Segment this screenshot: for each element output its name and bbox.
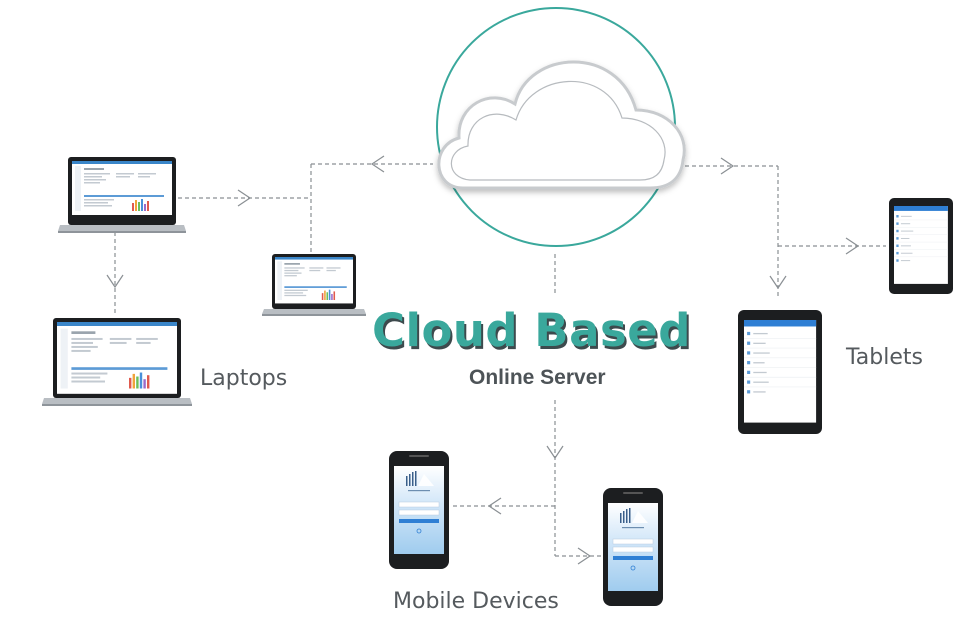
laptops-label: Laptops <box>200 366 288 391</box>
tablet-icon <box>889 198 953 294</box>
mobile-devices-label: Mobile Devices <box>393 589 559 614</box>
connector-lines <box>114 163 886 557</box>
laptop-icon <box>262 254 366 316</box>
diagram-subtitle: Online Server <box>469 366 606 389</box>
laptop-icon <box>42 318 192 406</box>
phone-icon <box>603 488 663 606</box>
cloud-icon <box>437 60 686 190</box>
laptop-icon <box>58 157 186 233</box>
tablet-icon <box>738 310 822 434</box>
diagram-title: Cloud Based <box>372 304 691 357</box>
tablets-label: Tablets <box>846 345 923 370</box>
phone-icon <box>389 451 449 569</box>
arrow-icon <box>106 155 860 565</box>
